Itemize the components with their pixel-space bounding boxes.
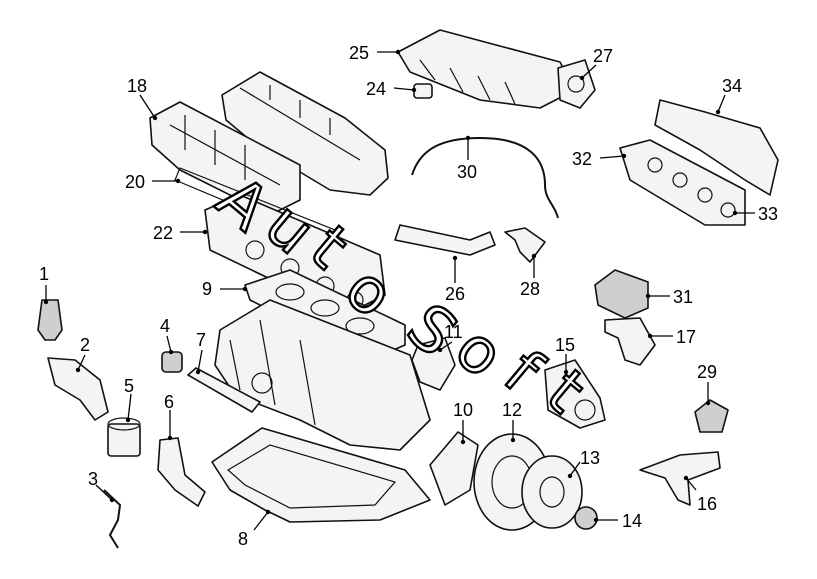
callout-26: 26 (445, 255, 465, 304)
callout-2: 2 (75, 335, 90, 373)
callout-25: 25 (349, 43, 401, 63)
callout-number: 26 (445, 284, 465, 304)
sensor-cable (411, 136, 559, 219)
callout-28: 28 (520, 253, 540, 299)
callout-number: 6 (164, 392, 174, 412)
water-pump (544, 359, 606, 429)
callout-30: 30 (457, 135, 477, 182)
ignition-coil (594, 269, 649, 319)
callout-number: 1 (39, 264, 49, 284)
bracket (47, 357, 109, 421)
intake-manifold (149, 101, 301, 216)
callout-number: 16 (697, 494, 717, 514)
callout-number: 4 (160, 316, 170, 336)
pressure-sensor (37, 299, 63, 341)
callout-17: 17 (647, 327, 696, 347)
exhaust-manifold (619, 139, 746, 226)
clutch-disc (521, 455, 583, 529)
callout-number: 31 (673, 287, 693, 307)
throttle-body (557, 59, 596, 109)
callout-number: 10 (453, 400, 473, 420)
callout-number: 20 (125, 172, 145, 192)
callout-number: 24 (366, 79, 386, 99)
callout-number: 18 (127, 76, 147, 96)
callout-6: 6 (164, 392, 174, 441)
callout-34: 34 (715, 76, 742, 115)
callout-number: 34 (722, 76, 742, 96)
callout-number: 8 (238, 529, 248, 549)
sensor-lead (103, 489, 122, 549)
callout-14: 14 (593, 511, 642, 531)
bushing (161, 351, 183, 373)
callout-number: 3 (88, 469, 98, 489)
runner-gasket (413, 83, 433, 99)
callout-3: 3 (88, 469, 115, 503)
callout-number: 5 (124, 376, 134, 396)
callout-10: 10 (453, 400, 473, 445)
engine-block (214, 299, 431, 451)
short-hose (504, 227, 546, 263)
callout-1: 1 (39, 264, 49, 305)
callout-number: 12 (502, 400, 522, 420)
callout-number: 11 (444, 322, 463, 342)
intake-runner (397, 29, 576, 109)
thermostat-housing (411, 337, 456, 391)
callout-32: 32 (572, 149, 627, 169)
oil-filter (107, 417, 141, 457)
control-valve (157, 437, 206, 507)
callout-number: 33 (758, 204, 778, 224)
callout-number: 17 (676, 327, 696, 347)
rubber-mount (694, 399, 729, 433)
callout-13: 13 (567, 448, 600, 479)
long-bolt (187, 367, 261, 413)
callout-number: 25 (349, 43, 369, 63)
callout-33: 33 (732, 204, 778, 224)
heat-shield (654, 99, 779, 196)
callout-number: 30 (457, 162, 477, 182)
callout-31: 31 (645, 287, 693, 307)
oil-pan (211, 427, 431, 523)
callout-20: 20 (125, 172, 181, 192)
callout-number: 9 (202, 279, 212, 299)
callout-22: 22 (153, 223, 208, 243)
callout-number: 15 (555, 335, 575, 355)
release-bearing (574, 506, 598, 530)
callout-12: 12 (502, 400, 522, 443)
callout-number: 2 (80, 335, 90, 355)
callout-7: 7 (195, 330, 206, 375)
callout-4: 4 (160, 316, 174, 355)
callout-24: 24 (366, 79, 417, 99)
callout-27: 27 (579, 46, 613, 81)
callout-5: 5 (124, 376, 134, 423)
callout-number: 28 (520, 279, 540, 299)
callout-16: 16 (683, 475, 717, 514)
coolant-hose (394, 224, 496, 256)
callout-15: 15 (555, 335, 575, 375)
callout-number: 27 (593, 46, 613, 66)
rear-plate (429, 431, 479, 506)
callout-number: 32 (572, 149, 592, 169)
callout-number: 29 (697, 362, 717, 382)
callout-number: 22 (153, 223, 173, 243)
callout-18: 18 (127, 76, 158, 121)
callout-9: 9 (202, 279, 248, 299)
coil-bracket (604, 317, 656, 366)
callout-number: 14 (622, 511, 642, 531)
callout-number: 13 (580, 448, 600, 468)
callout-29: 29 (697, 362, 717, 406)
callout-number: 7 (196, 330, 206, 350)
callout-8: 8 (238, 509, 271, 549)
callout-11: 11 (437, 322, 463, 353)
